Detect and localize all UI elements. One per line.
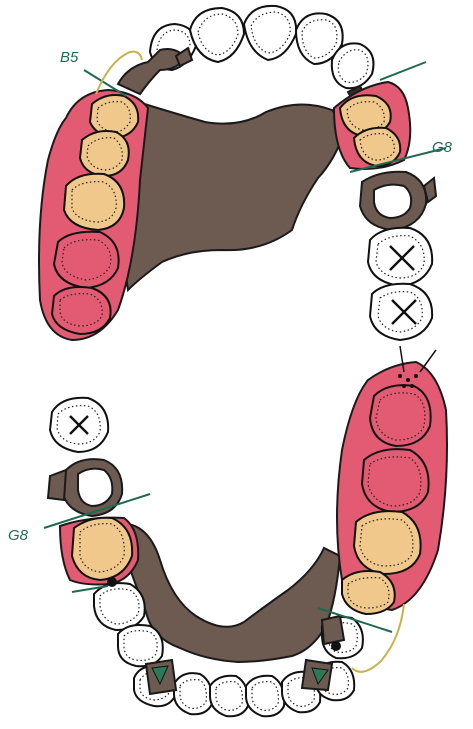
lower-left-natural-teeth <box>50 398 108 452</box>
lower-right-rest <box>302 660 332 690</box>
upper-right-clasped-crown <box>360 172 436 230</box>
lower-left-label: G8 <box>8 527 29 544</box>
upper-left-label: B5 <box>60 49 79 66</box>
upper-right-natural-teeth <box>368 228 432 340</box>
upper-right-survey-line <box>380 62 426 80</box>
lower-arch: G8 <box>8 346 447 716</box>
upper-right-label: G8 <box>432 139 453 156</box>
upper-natural-teeth <box>150 6 374 88</box>
upper-arch: B5 G8 <box>39 6 453 340</box>
upper-metal-connector <box>118 102 346 290</box>
lower-left-rest <box>146 660 176 694</box>
